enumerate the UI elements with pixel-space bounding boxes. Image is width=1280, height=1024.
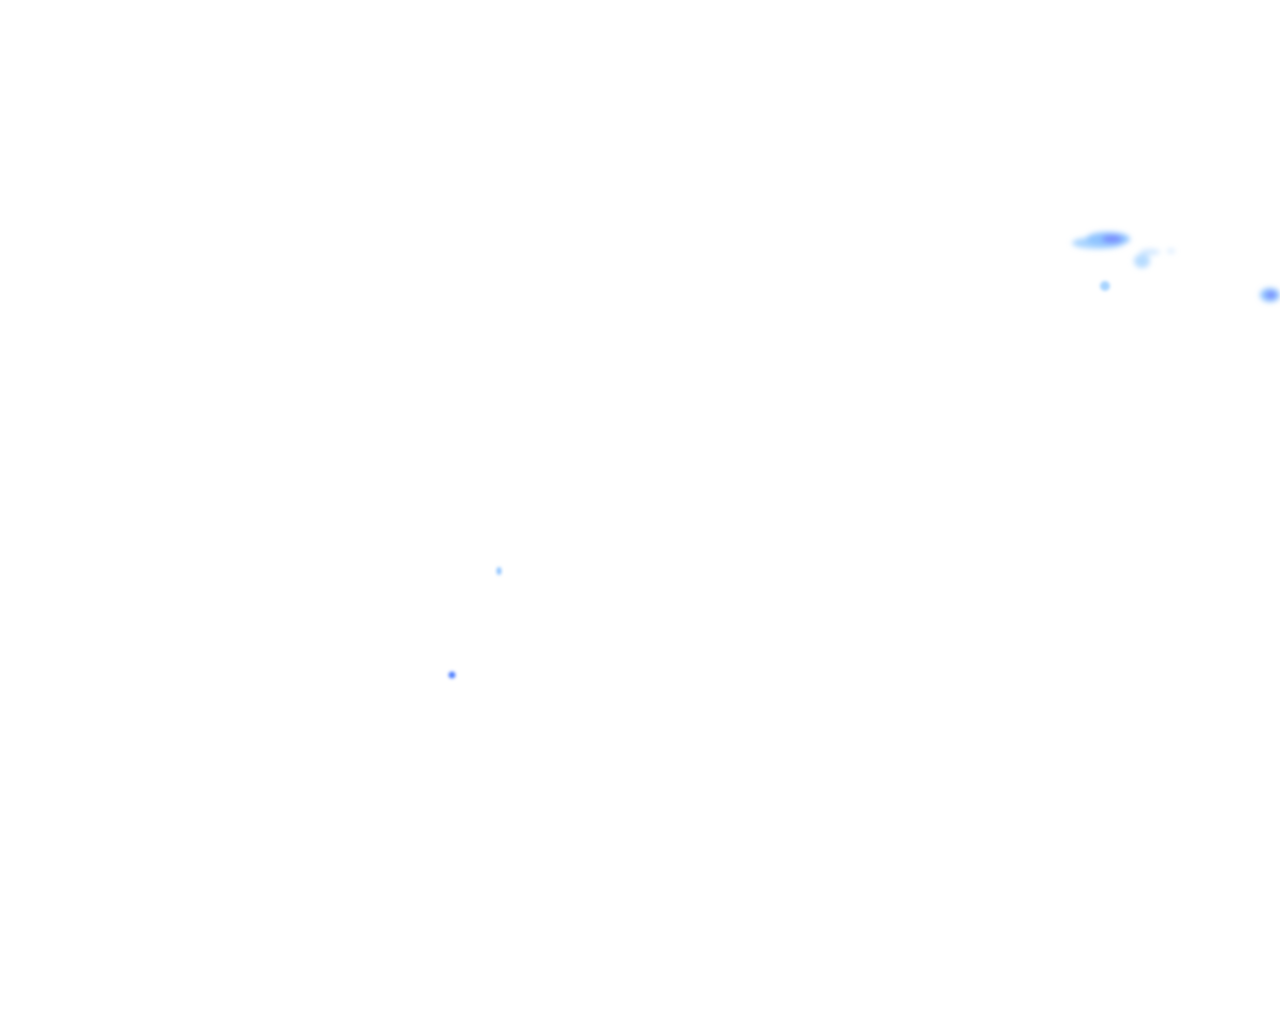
precipitation-speck-2: [448, 671, 456, 679]
precipitation-speck-1: [496, 567, 502, 575]
precipitation-cell-dot: [1100, 281, 1110, 291]
precipitation-cell-large: [1072, 232, 1130, 249]
precipitation-cell-small: [1134, 249, 1175, 268]
precipitation-cell-edge: [1260, 288, 1280, 302]
